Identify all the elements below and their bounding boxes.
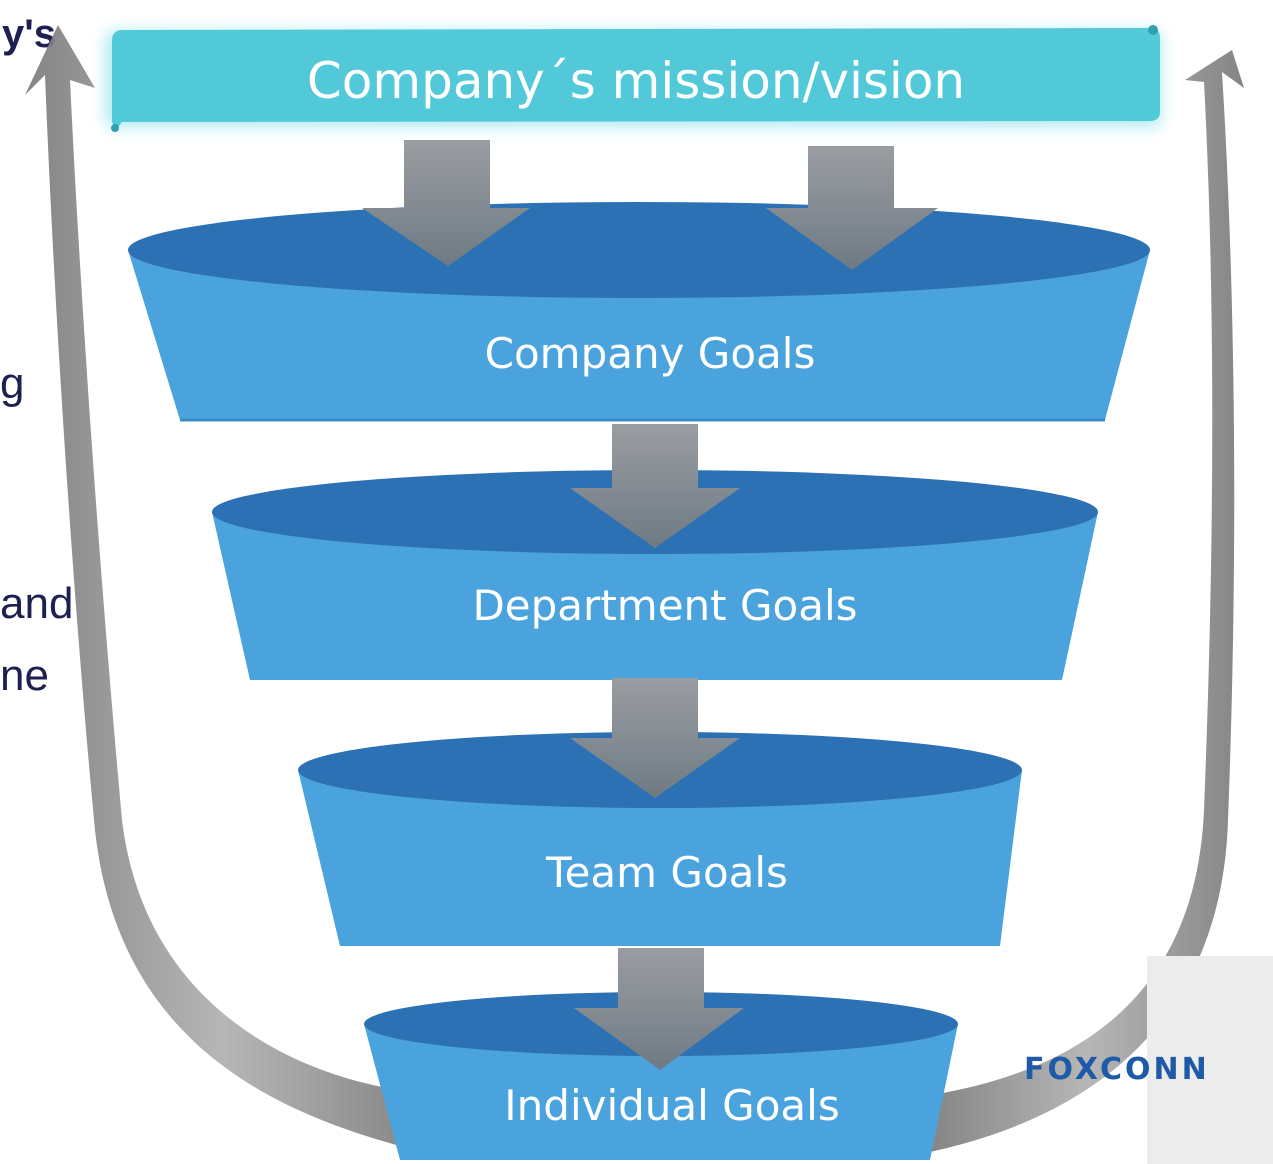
background-text-line-2: g — [0, 359, 25, 408]
background-text-line-3: and — [0, 579, 74, 628]
tier-company-goals: Company Goals — [128, 202, 1150, 422]
mission-banner: Company´s mission/vision — [106, 25, 1160, 132]
tier-label-team-goals: Team Goals — [545, 848, 788, 897]
down-arrow-department-to-team — [570, 678, 740, 798]
tier-department-goals: Department Goals — [212, 470, 1098, 680]
tier-individual-goals: Individual Goals — [364, 992, 958, 1160]
down-arrow-mission-right — [766, 146, 938, 270]
down-arrow-mission-left — [362, 140, 530, 266]
tier-label-department-goals: Department Goals — [472, 581, 857, 630]
tier-label-company-goals: Company Goals — [485, 329, 816, 378]
background-text-line-1: y's — [2, 12, 57, 56]
down-arrow-company-to-department — [570, 424, 740, 548]
company-logo: FOXCONN — [1024, 1052, 1210, 1087]
logo-background — [1147, 956, 1273, 1164]
left-feedback-arrow — [25, 25, 422, 1152]
tier-label-individual-goals: Individual Goals — [504, 1081, 839, 1130]
mission-label: Company´s mission/vision — [307, 52, 965, 110]
down-arrow-team-to-individual — [574, 948, 744, 1070]
background-text-line-4: ne — [0, 651, 49, 700]
right-feedback-arrow — [930, 50, 1244, 1152]
